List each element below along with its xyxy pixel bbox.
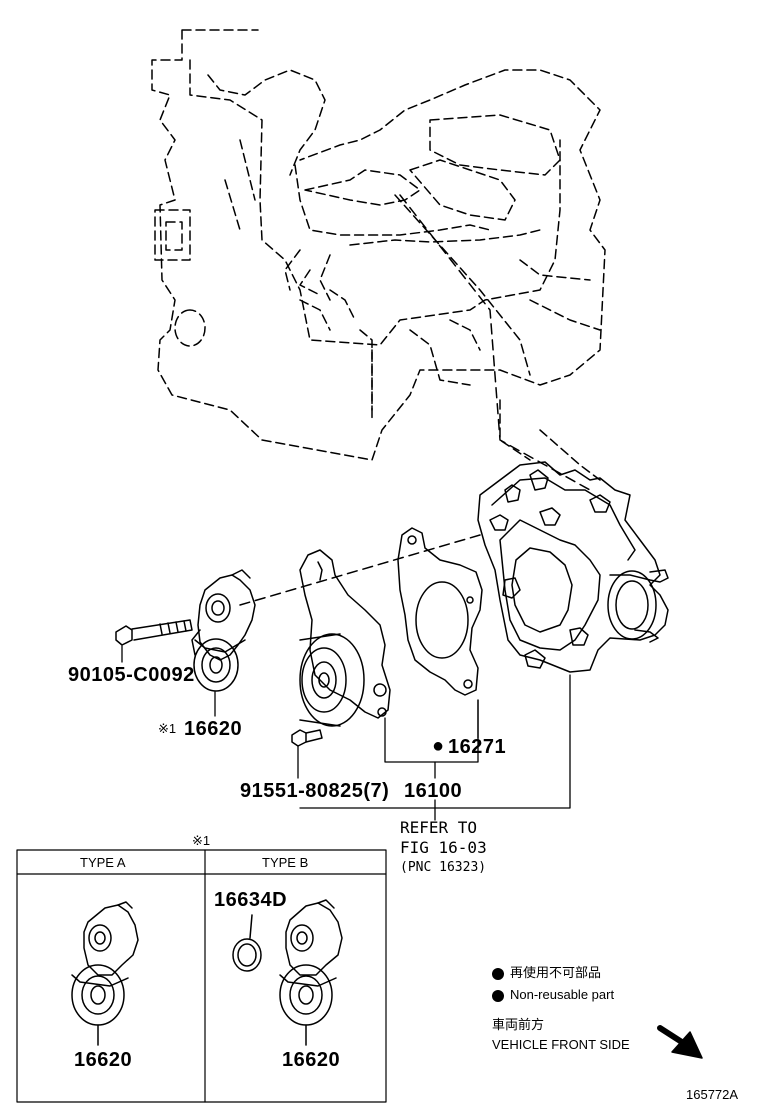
legend-front-jp: 車両前方: [492, 1017, 545, 1032]
alignment-centerline: [239, 534, 481, 606]
figure-id: 165772A: [686, 1087, 739, 1102]
legend-nonreusable-en: Non-reusable part: [492, 988, 614, 1002]
type-table-note: ※1: [192, 833, 211, 848]
legend-dot-icon: [492, 989, 504, 1002]
idler-bracket-drawing: [299, 549, 391, 719]
leader-lines: [121, 645, 571, 821]
part-number-90105: 90105-C0092: [68, 664, 195, 686]
legend-front-en: VEHICLE FRONT SIDE: [492, 1037, 630, 1052]
part-number-16271: 16271: [448, 736, 507, 758]
water-pump-housing: [477, 461, 669, 673]
idler-pulley-drawing: [299, 633, 387, 727]
type-a-header: TYPE A: [80, 855, 126, 870]
engine-block-outline: [151, 29, 606, 481]
engine-to-pump-leader: [399, 194, 591, 491]
part-number-16100: 16100: [404, 780, 463, 802]
refer-line-1: REFER TO: [400, 818, 478, 837]
type-b-part-number: 16620: [282, 1049, 341, 1071]
refer-line-2: FIG 16-03: [400, 838, 487, 857]
bolt-91551-drawing: [291, 729, 323, 747]
gasket-16271-drawing: [397, 527, 483, 696]
nonreusable-marker-16271: ●: [432, 735, 445, 757]
type-b-header: TYPE B: [262, 855, 309, 870]
front-direction-arrow: [657, 1025, 703, 1059]
legend-dot-icon: [492, 967, 504, 980]
tensioner-16620-drawing: [191, 569, 256, 692]
legend-nonreusable-jp-text: 再使用不可部品: [510, 965, 602, 980]
type-b-tensioner-drawing: [232, 899, 343, 1046]
note-marker-16620: ※1: [158, 721, 177, 736]
type-a-tensioner-drawing: [71, 901, 139, 1046]
part-number-16634d: 16634D: [214, 889, 288, 911]
type-a-part-number: 16620: [74, 1049, 133, 1071]
part-number-91551: 91551-80825(7): [240, 780, 390, 802]
legend-nonreusable-en-text: Non-reusable part: [510, 987, 615, 1002]
type-table-frame: [16, 849, 387, 1103]
refer-line-3: (PNC 16323): [400, 860, 487, 875]
part-number-16620: 16620: [184, 718, 243, 740]
bolt-90105-drawing: [115, 619, 193, 646]
legend-nonreusable-jp: 再使用不可部品: [492, 966, 601, 980]
